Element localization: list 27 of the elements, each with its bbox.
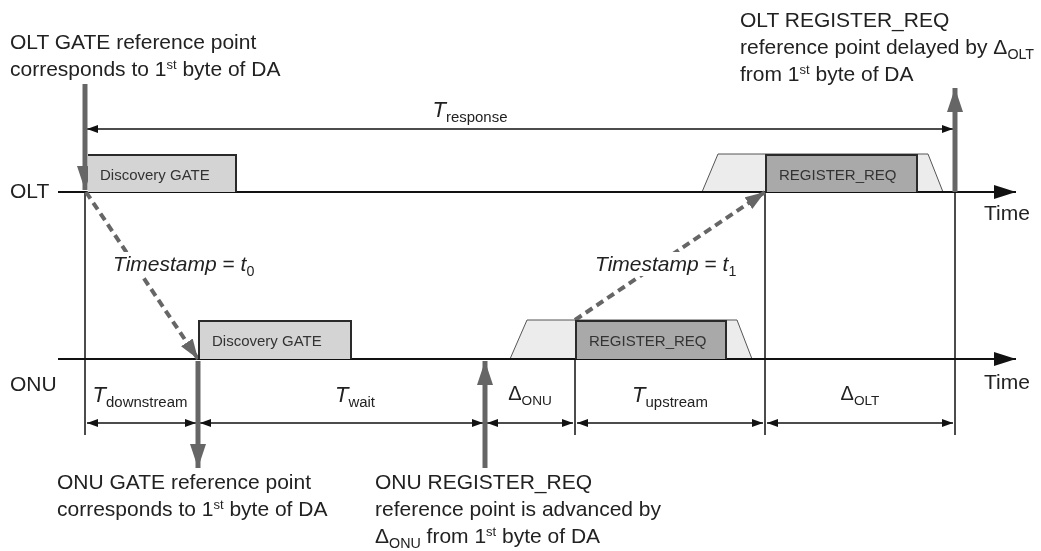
- message-label: Discovery GATE: [211, 332, 322, 349]
- duration-label: T$_{upstream}$: [632, 382, 708, 408]
- reference-arrow: [477, 361, 493, 468]
- message-box: [88, 154, 237, 192]
- message-box: [198, 320, 352, 359]
- axis-label: Time: [984, 201, 1030, 225]
- annotation-text: OLT GATE reference point corresponds to 1$^{st}$ byte of DA: [10, 29, 282, 82]
- line-label: ONU: [10, 372, 57, 396]
- reference-arrow: [947, 88, 963, 192]
- duration-label: Δ$_{ONU}$: [508, 382, 552, 405]
- dashed-arrow: [573, 190, 767, 322]
- annotation-text: ONU GATE reference point corresponds to 1$^{st}$ byte of DA: [57, 469, 329, 522]
- dashed-arrow: [84, 190, 200, 361]
- duration-label: Δ$_{OLT}$: [840, 382, 880, 405]
- annotation-text: OLT REGISTER_REQ reference point delayed by Δ$_{OLT}$ from 1$^{st}$ byte of DA: [740, 7, 1036, 87]
- duration-label: T$_{downstream}$: [92, 382, 188, 408]
- reference-arrow: [190, 361, 206, 468]
- line-label: OLT: [10, 179, 50, 203]
- message-box: [575, 320, 727, 359]
- duration-label: T$_{response}$: [432, 97, 508, 123]
- annotation-text: ONU REGISTER_REQ reference point is advanced by Δ$_{ONU}$ from 1$^{st}$ byte of DA: [375, 469, 662, 549]
- duration-label: T$_{wait}$: [335, 382, 375, 408]
- message-label: REGISTER_REQ: [588, 332, 707, 349]
- message-label: Discovery GATE: [99, 165, 210, 183]
- message-box: [765, 154, 918, 192]
- axis-label: Time: [984, 370, 1030, 394]
- message-label: REGISTER_REQ: [778, 165, 897, 183]
